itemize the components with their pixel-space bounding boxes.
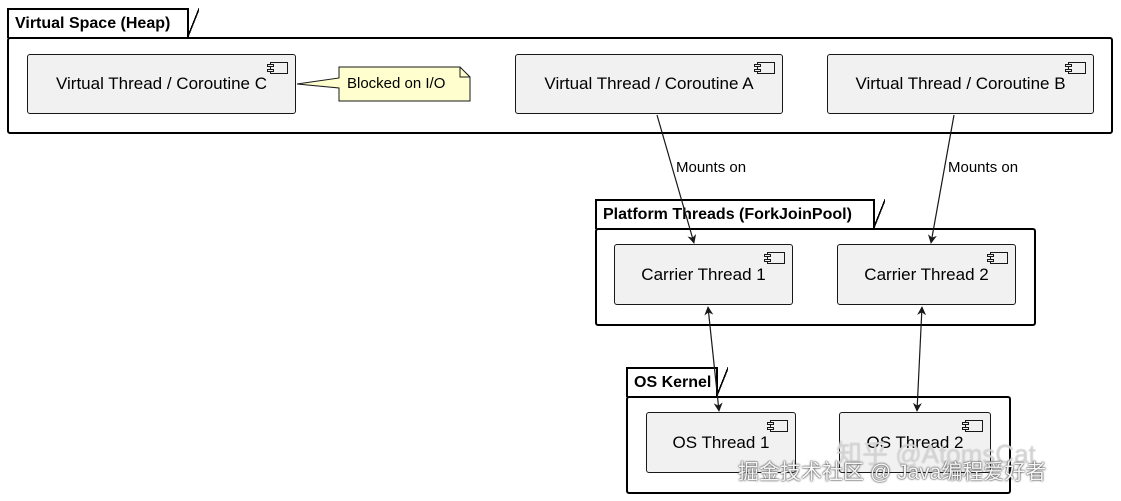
component-label: Carrier Thread 2 bbox=[864, 264, 989, 284]
component-icon bbox=[267, 62, 288, 74]
component-virtual-thread-a: Virtual Thread / Coroutine A bbox=[515, 54, 783, 114]
package-tab-platform-threads: Platform Threads (ForkJoinPool) bbox=[595, 199, 885, 229]
component-icon bbox=[767, 420, 788, 432]
package-tab-virtual-space: Virtual Space (Heap) bbox=[7, 8, 199, 38]
package-tab-os-kernel: OS Kernel bbox=[626, 367, 728, 397]
component-os-thread-2: OS Thread 2 bbox=[839, 412, 991, 473]
component-icon bbox=[962, 420, 983, 432]
watermark-zhihu: 知乎 @AtomsCat bbox=[836, 439, 1036, 469]
edge-label-a: Mounts on bbox=[676, 159, 747, 176]
watermark-juejin: 掘金技术社区 @ Java编程爱好者 bbox=[738, 461, 1047, 484]
component-icon bbox=[1065, 62, 1086, 74]
component-virtual-thread-b: Virtual Thread / Coroutine B bbox=[827, 54, 1094, 114]
edge-carrier2-os2 bbox=[912, 306, 927, 412]
component-icon bbox=[754, 62, 775, 74]
edge-b-to-carrier2 bbox=[928, 114, 955, 244]
note-fold bbox=[459, 67, 470, 78]
component-label: Carrier Thread 1 bbox=[641, 264, 766, 284]
component-label: OS Thread 1 bbox=[672, 432, 770, 452]
component-icon bbox=[764, 252, 785, 264]
component-label: Virtual Thread / Coroutine A bbox=[544, 74, 754, 93]
component-carrier-thread-1: Carrier Thread 1 bbox=[614, 244, 793, 305]
component-icon bbox=[987, 252, 1008, 264]
edge-a-to-carrier1 bbox=[656, 114, 697, 244]
component-label: OS Thread 2 bbox=[866, 432, 964, 452]
component-label: Virtual Thread / Coroutine C bbox=[55, 74, 268, 93]
component-carrier-thread-2: Carrier Thread 2 bbox=[837, 244, 1016, 305]
note-blocked-io: Blocked on I/O bbox=[347, 75, 446, 92]
component-os-thread-1: OS Thread 1 bbox=[646, 412, 796, 473]
note-shape bbox=[296, 66, 471, 102]
edge-label-b: Mounts on bbox=[948, 159, 1019, 176]
edge-carrier1-os1 bbox=[704, 306, 723, 412]
component-virtual-thread-c: Virtual Thread / Coroutine C bbox=[27, 54, 296, 114]
component-label: Virtual Thread / Coroutine B bbox=[855, 74, 1066, 93]
